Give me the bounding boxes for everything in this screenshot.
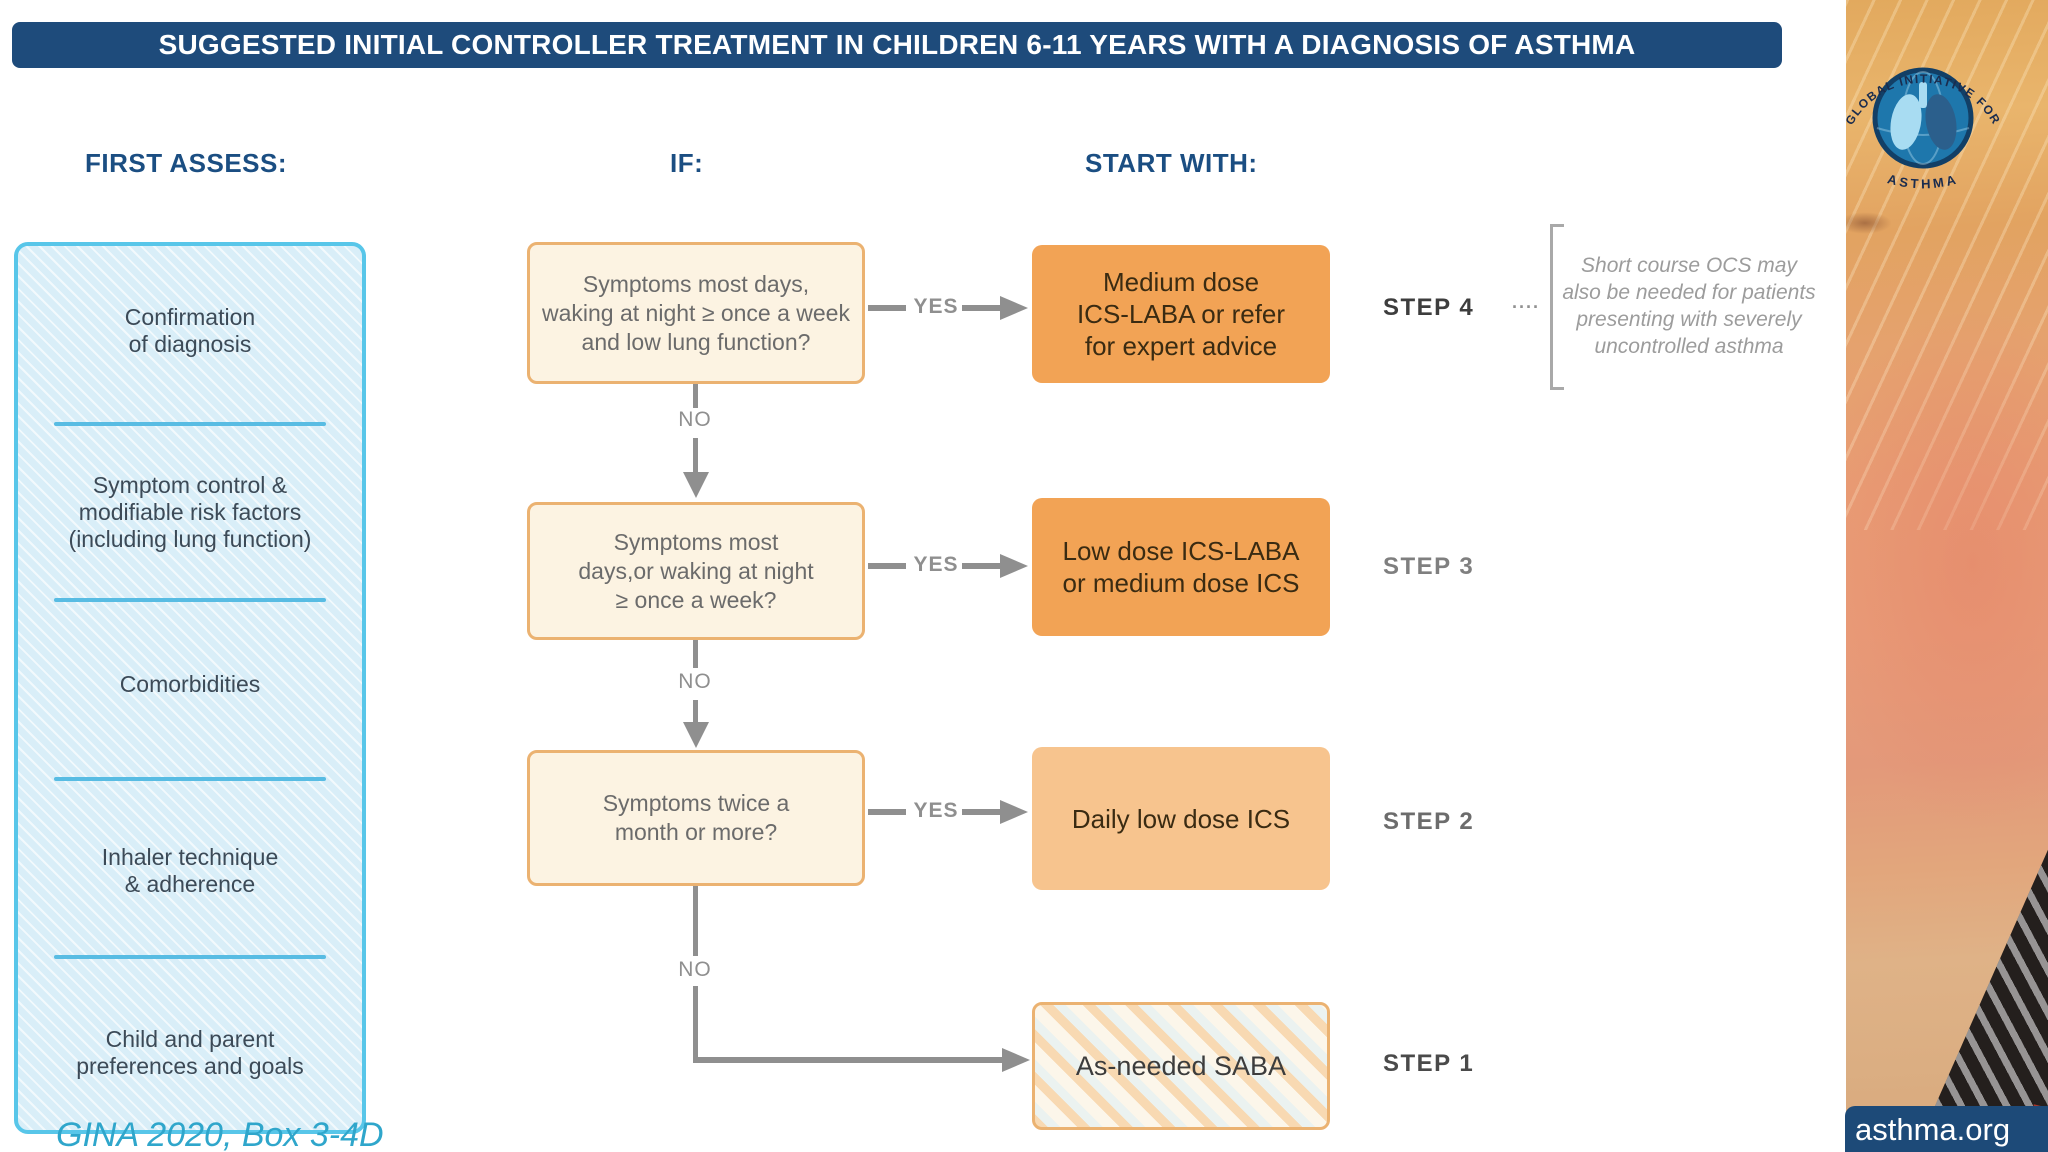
connector-line <box>693 700 698 722</box>
step2-label: STEP 2 <box>1383 808 1475 835</box>
arrow-down-icon <box>683 722 709 748</box>
question-box-step2: Symptoms twice a month or more? <box>527 750 865 886</box>
treatment-box-step4: Medium dose ICS-LABA or refer for expert… <box>1032 245 1330 383</box>
divider <box>54 598 326 602</box>
arrow-down-icon <box>683 472 709 498</box>
right-lung-shape <box>1925 94 1957 150</box>
connector-line <box>962 809 1002 815</box>
treatment-box-step3: Low dose ICS-LABA or medium dose ICS <box>1032 498 1330 636</box>
treatment-box-step2: Daily low dose ICS <box>1032 747 1330 890</box>
page-title: SUGGESTED INITIAL CONTROLLER TREATMENT I… <box>158 29 1636 60</box>
yes-label: YES <box>913 799 959 822</box>
column-header-start-with: START WITH: <box>1085 148 1258 178</box>
ocs-side-note: Short course OCS may also be needed for … <box>1562 254 1816 358</box>
assess-item-preferences: Child and parent preferences and goals <box>76 1026 304 1079</box>
connector-line <box>962 305 1002 311</box>
no-label: NO <box>678 408 712 431</box>
question-box-step3: Symptoms most days,or waking at night ≥ … <box>527 502 865 640</box>
arrow-right-icon <box>1000 554 1028 578</box>
cheek-highlight <box>1846 276 2048 853</box>
assess-item-confirmation: Confirmation of diagnosis <box>124 304 256 357</box>
divider <box>54 777 326 781</box>
website-url: asthma.org <box>1855 1112 2011 1147</box>
column-header-first-assess: FIRST ASSESS: <box>85 148 288 178</box>
step1-label: STEP 1 <box>1383 1050 1475 1077</box>
assess-item-inhaler-technique: Inhaler technique & adherence <box>101 844 279 897</box>
trachea-shape <box>1919 82 1927 108</box>
connector-line <box>868 563 906 569</box>
no-label: NO <box>678 670 712 693</box>
yes-label: YES <box>913 553 959 576</box>
source-caption: GINA 2020, Box 3-4D <box>56 1116 384 1152</box>
connector-line <box>693 986 698 1062</box>
assess-item-symptom-control: Symptom control & modifiable risk factor… <box>68 472 312 552</box>
connector-line <box>962 563 1002 569</box>
connector-line <box>693 1057 1003 1063</box>
eyebrow-shadow <box>1846 212 1892 234</box>
globe-parallel <box>1876 127 1970 136</box>
connector-line <box>693 640 698 668</box>
arrow-right-icon <box>1002 1048 1030 1072</box>
logo-arc-bottom-text: ASTHMA <box>1886 171 1960 191</box>
first-assess-panel: Confirmation of diagnosis Symptom contro… <box>14 242 366 1134</box>
step4-label: STEP 4 <box>1383 294 1475 321</box>
divider <box>54 422 326 426</box>
website-badge: asthma.org <box>1845 1106 2048 1152</box>
treatment-box-step1: As-needed SABA <box>1032 1002 1330 1130</box>
connector-line <box>693 384 698 408</box>
assess-item-comorbidities: Comorbidities <box>119 671 261 697</box>
arrow-right-icon <box>1000 296 1028 320</box>
yes-label: YES <box>913 295 959 318</box>
left-lung-shape <box>1890 94 1922 150</box>
step3-label: STEP 3 <box>1383 553 1475 580</box>
note-bracket <box>1550 224 1564 390</box>
arrow-right-icon <box>1000 800 1028 824</box>
no-label: NO <box>678 958 712 981</box>
gina-logo: GLOBAL INITIATIVE FOR ASTHMA <box>1842 67 2002 191</box>
connector-line <box>693 886 698 956</box>
title-banner: SUGGESTED INITIAL CONTROLLER TREATMENT I… <box>12 22 1782 68</box>
connector-line <box>868 809 906 815</box>
connector-line <box>693 438 698 472</box>
column-header-if: IF: <box>670 148 704 178</box>
dotted-link: ···· <box>1512 297 1540 317</box>
question-box-step4: Symptoms most days, waking at night ≥ on… <box>527 242 865 384</box>
divider <box>54 955 326 959</box>
connector-line <box>868 305 906 311</box>
